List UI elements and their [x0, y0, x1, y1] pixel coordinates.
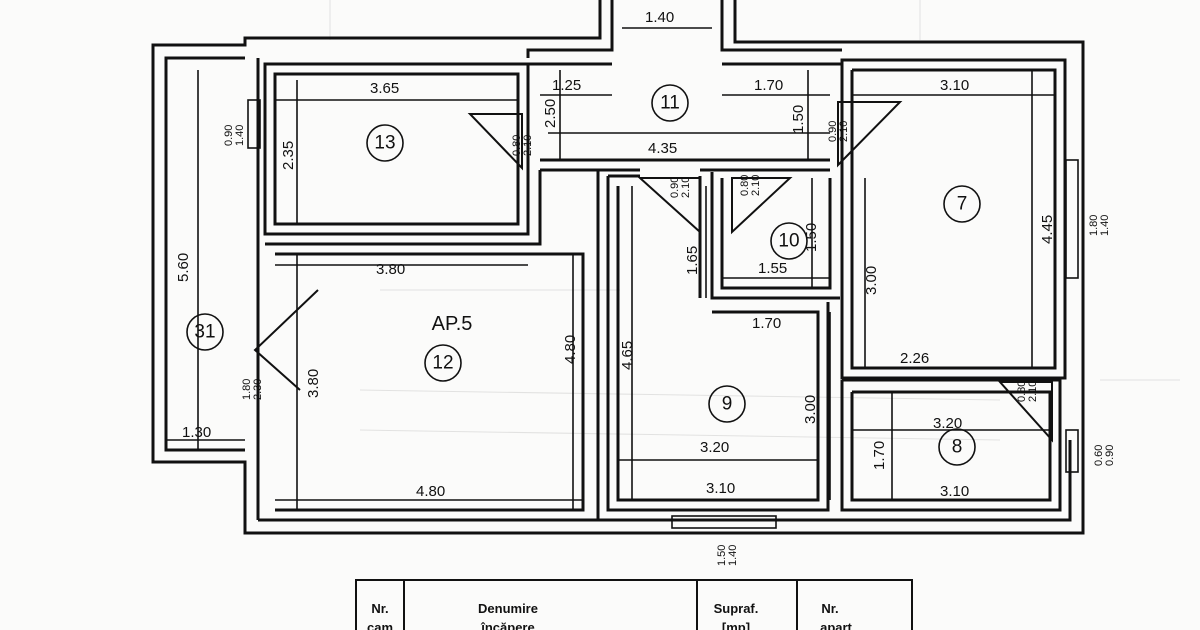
room-10-number: 10	[778, 231, 799, 252]
dim-r12-inner: 3.80	[305, 369, 322, 398]
dim-hall-height: 1.65	[684, 246, 701, 275]
door-hall-a-bottom: 2.10	[680, 177, 692, 198]
door-hall-b-top: 0.80	[739, 175, 751, 196]
room-11-number: 11	[660, 93, 680, 114]
dim-r12-bottom: 4.80	[416, 483, 445, 500]
dim-r8-width-bottom: 3.10	[940, 483, 969, 500]
win-left-bottom: 1.40	[234, 125, 246, 146]
dimension-lines	[166, 27, 1055, 510]
dim-top-corridor: 1.40	[645, 9, 674, 26]
dim-r31-height: 5.60	[175, 253, 192, 282]
dim-r8-width-top: 3.20	[933, 415, 962, 432]
dim-r12-top: 3.80	[376, 261, 405, 278]
table-col3-line2: [mp]	[722, 620, 750, 630]
win-r7-top: 1.80	[1088, 215, 1100, 236]
room-7-number: 7	[957, 194, 968, 215]
dim-r9-top: 1.70	[752, 315, 781, 332]
dim-r7-inner: 3.00	[863, 266, 880, 295]
win-r7-bottom: 1.40	[1099, 215, 1111, 236]
table-col4-line1: Nr.	[821, 601, 838, 616]
legend-table: Nr. cam Denumire încăpere Supraf. [mp] N…	[355, 579, 913, 630]
door-r12-bottom: 2.30	[252, 379, 264, 400]
door-r7-top: 0.90	[827, 121, 839, 142]
background-lines	[329, 0, 1180, 441]
table-col2-line2: încăpere	[480, 620, 534, 630]
win-left-top: 0.90	[223, 125, 235, 146]
room-13-number: 13	[374, 133, 395, 154]
dim-r7-width: 3.10	[940, 77, 969, 94]
room-12-walls	[265, 168, 600, 520]
door-r12-top: 1.80	[241, 379, 253, 400]
door-r8-top: 0.80	[1016, 381, 1028, 402]
room-markers: 13 11 7 10 31 12 9 8	[186, 84, 981, 466]
door-hall-a-top: 0.90	[669, 177, 681, 198]
door-hall-b-bottom: 2.10	[750, 175, 762, 196]
table-col3-line1: Supraf.	[714, 601, 759, 616]
room-13-walls	[263, 62, 530, 236]
door-r7-bottom: 2.10	[838, 121, 850, 142]
room-12-number: 12	[432, 353, 453, 374]
table-col1-line2: cam	[367, 620, 393, 630]
dimension-labels: 1.40 3.65 2.35 1.25 2.50 1.70 1.50 4.35 …	[175, 9, 1056, 500]
dim-r9-width-bottom: 3.10	[706, 480, 735, 497]
windows	[247, 99, 1079, 529]
dim-r11-left: 1.25	[552, 77, 581, 94]
dim-r8-height: 1.70	[871, 441, 888, 470]
win-r9-top: 1.50	[716, 545, 728, 566]
dim-r11-height-left: 2.50	[542, 99, 559, 128]
outer-walls	[151, 0, 1085, 535]
win-r8-bottom: 0.90	[1104, 445, 1116, 466]
dim-r11-total: 4.35	[648, 140, 677, 157]
table-col2-line1: Denumire	[478, 601, 538, 616]
room-8-number: 8	[952, 437, 963, 458]
dim-r13-width: 3.65	[370, 80, 399, 97]
dim-r9-height: 4.65	[619, 341, 636, 370]
dim-r10-width: 1.55	[758, 260, 787, 277]
apartment-label: AP.5	[432, 313, 473, 335]
dim-r7-height: 4.45	[1039, 215, 1056, 244]
door-r13-top: 0.80	[511, 135, 523, 156]
win-r8-top: 0.60	[1093, 445, 1105, 466]
room-31-number: 31	[194, 322, 215, 343]
win-r9-bottom: 1.40	[727, 545, 739, 566]
dim-r13-height: 2.35	[280, 141, 297, 170]
dim-r9-width-top: 3.20	[700, 439, 729, 456]
dim-r11-right: 1.70	[754, 77, 783, 94]
door-r13-bottom: 2.10	[522, 135, 534, 156]
door-r8-bottom: 2.10	[1027, 381, 1039, 402]
opening-labels: 0.90 1.40 0.80 2.10 0.90 2.10 0.90 2.10 …	[223, 121, 1116, 566]
dim-r11-height-right: 1.50	[790, 105, 807, 134]
room-10-walls	[710, 172, 840, 300]
dim-r9-right: 3.00	[802, 395, 819, 424]
dim-r12-height: 4.80	[562, 335, 579, 364]
dim-r7-bottom: 2.26	[900, 350, 929, 367]
dim-r31-width: 1.30	[182, 424, 211, 441]
room-9-number: 9	[722, 394, 733, 415]
table-col1-line1: Nr.	[371, 601, 388, 616]
table-col4-line2: apart	[820, 620, 852, 630]
room-7-walls	[840, 58, 1067, 380]
